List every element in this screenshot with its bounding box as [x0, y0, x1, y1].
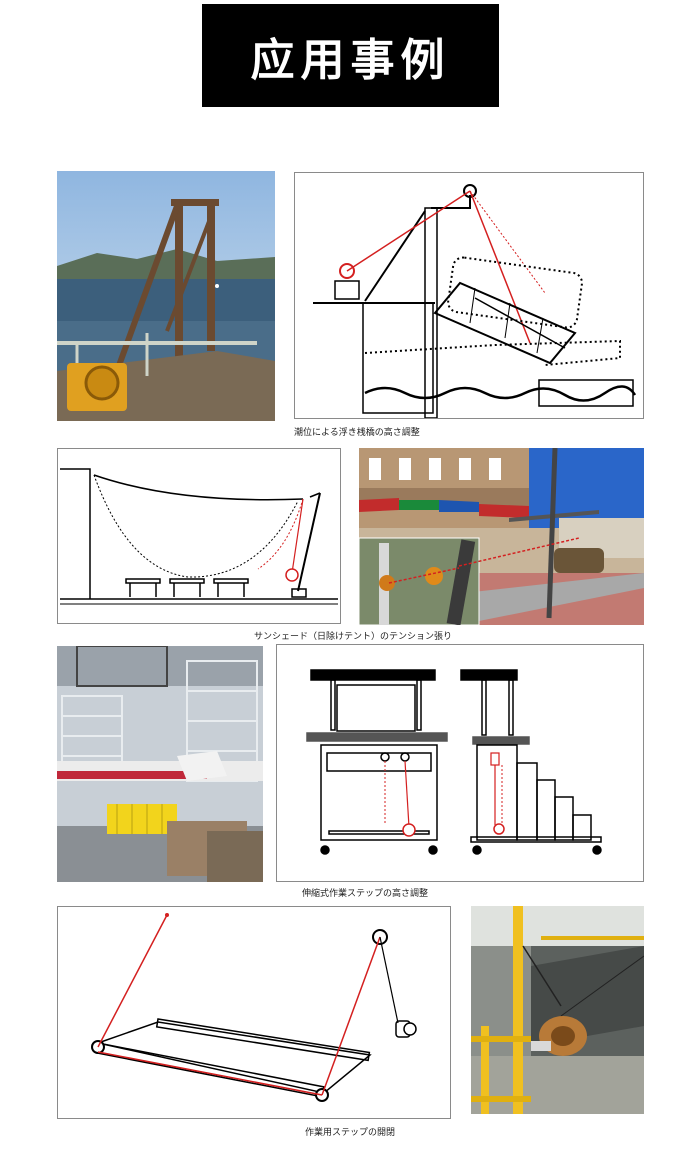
diagram-floating-pier — [294, 172, 644, 419]
caption-work-step: 作業用ステップの開閉 — [304, 1128, 395, 1138]
caption-sunshade: サンシェード（日除けテント）のテンション張り — [253, 632, 452, 642]
caption-floating-pier: 潮位による浮き桟橋の高さ調整 — [294, 428, 420, 438]
photo-aircraft-hangar-steps — [57, 646, 263, 882]
page-title-banner: 应用事例 — [202, 4, 499, 107]
photo-work-step-winch — [471, 906, 644, 1114]
diagram-work-step-opening — [57, 906, 451, 1119]
caption-telescopic-step: 伸縮式作業ステップの高さ調整 — [301, 889, 428, 899]
photo-floating-pier-winch — [57, 171, 275, 421]
diagram-sunshade — [57, 448, 341, 624]
diagram-telescopic-step — [276, 644, 644, 882]
photo-sunshade-plaza — [359, 448, 644, 625]
page-title: 应用事例 — [250, 34, 451, 86]
